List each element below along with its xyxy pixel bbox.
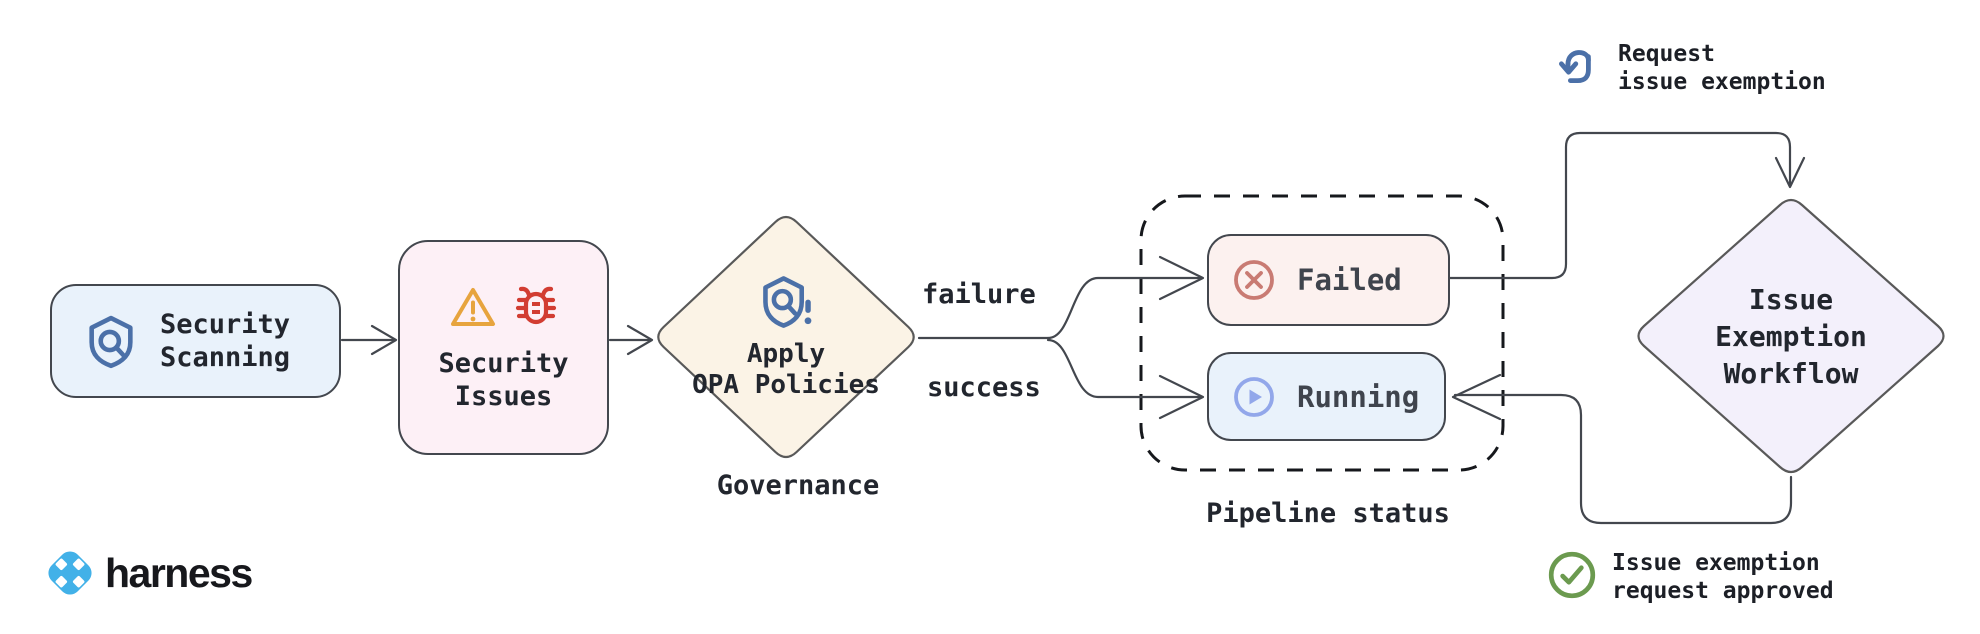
- harness-brand: harness: [44, 547, 253, 599]
- shield-search-icon: [89, 315, 133, 369]
- security-scanning-label-line1: Security: [160, 309, 291, 340]
- harness-wordmark: harness: [105, 549, 253, 596]
- issue-exemption-label-line3: Workflow: [1723, 356, 1859, 390]
- failed-label: Failed: [1297, 263, 1402, 297]
- apply-opa-label-line1: Apply: [746, 339, 826, 369]
- security-issues-label-line1: Security: [438, 347, 569, 379]
- tap-gesture-icon: [1559, 50, 1591, 83]
- bug-icon: [515, 286, 556, 324]
- node-security-scanning: Security Scanning: [50, 284, 341, 398]
- node-issue-exemption-workflow: Issue Exemption Workflow: [1633, 195, 1949, 477]
- request-exemption-text: Request issue exemption: [1618, 40, 1826, 96]
- annotation-request-approved: Issue exemption request approved: [1546, 549, 1834, 605]
- warning-triangle-icon: [450, 287, 495, 326]
- edge-label-failure: failure: [922, 279, 1036, 310]
- request-exemption-line1: Request: [1618, 41, 1715, 67]
- request-exemption-line2: issue exemption: [1618, 69, 1826, 95]
- circle-play-icon: [1234, 376, 1274, 417]
- edge-label-success: success: [927, 372, 1041, 403]
- node-running: Running: [1207, 352, 1446, 441]
- running-label: Running: [1297, 379, 1420, 414]
- security-issues-label-line2: Issues: [454, 380, 553, 412]
- harness-logo-icon: [48, 551, 92, 595]
- governance-caption: Governance: [716, 470, 880, 501]
- security-issues-label: Security Issues: [438, 347, 568, 413]
- issue-exemption-label-line1: Issue: [1748, 282, 1834, 316]
- security-issues-icons: [448, 283, 560, 331]
- apply-opa-label-line2: OPA Policies: [692, 370, 880, 400]
- apply-opa-policies-label: Apply OPA Policies: [692, 339, 880, 401]
- issue-exemption-label-line2: Exemption: [1715, 319, 1867, 353]
- circle-check-icon: [1548, 551, 1596, 599]
- security-scanning-label-line2: Scanning: [160, 342, 291, 373]
- node-apply-opa-policies: Apply OPA Policies: [653, 212, 919, 462]
- pipeline-status-caption: Pipeline status: [1206, 498, 1450, 529]
- shield-alert-icon: [763, 276, 812, 328]
- request-approved-text: Issue exemption request approved: [1612, 549, 1834, 605]
- issue-exemption-label: Issue Exemption Workflow: [1715, 281, 1867, 392]
- request-approved-line2: request approved: [1612, 578, 1834, 604]
- node-failed: Failed: [1207, 234, 1450, 326]
- request-approved-line1: Issue exemption: [1612, 550, 1820, 576]
- circle-x-icon: [1234, 260, 1274, 300]
- annotation-request-exemption: Request issue exemption: [1556, 40, 1826, 96]
- security-scanning-label: Security Scanning: [160, 308, 290, 374]
- node-security-issues: Security Issues: [398, 240, 609, 455]
